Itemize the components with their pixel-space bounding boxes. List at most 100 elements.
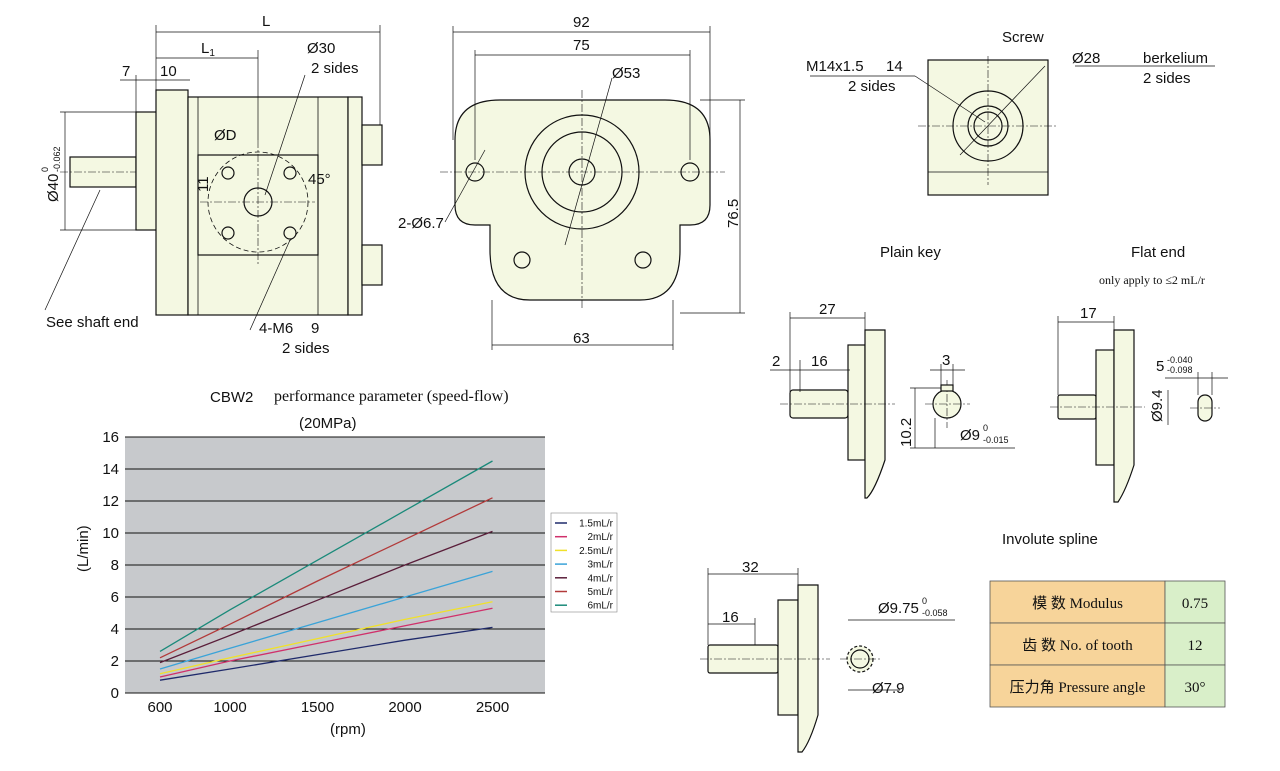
svg-text:5: 5 [1156,358,1164,375]
screw-d28: Ø28 [1072,50,1100,67]
chart-series-line [159,601,493,675]
plain-key-16: 16 [811,353,828,370]
screw-berk: berkelium [1143,50,1208,67]
pump-side-view: L L1 Ø30 2 sides 7 10 ØD 11 45° Ø40 0 -0… [40,13,383,357]
chart-legend-label: 1.5mL/r [579,519,614,530]
dim-dD: ØD [214,127,237,144]
table-value: 0.75 [1182,596,1208,612]
dim-L: L [262,13,270,30]
chart-y-tick-label: 16 [102,429,119,446]
chart-ylabel: (L/min) [75,525,92,572]
thread-m6-sides: 2 sides [282,340,330,357]
dim-75: 75 [573,37,590,54]
screw-title: Screw [1002,29,1044,46]
chart-title: performance parameter (speed-flow) [274,388,509,405]
dim-holes: 2-Ø6.7 [398,215,444,232]
svg-text:-0.040: -0.040 [1167,355,1193,365]
shaft-end-note: See shaft end [46,314,139,331]
chart-legend-label: 2.5mL/r [579,546,614,557]
svg-text:-0.015: -0.015 [983,435,1009,445]
chart-x-tick-label: 2500 [476,699,509,716]
pump-front-view: 92 75 Ø53 2-Ø6.7 76.5 63 [398,14,745,350]
chart-legend-box [550,512,618,613]
chart-y-ticks: 0 2 4 6 8 10 12 14 16 [102,429,119,702]
table-value: 12 [1188,638,1203,654]
dim-d30: Ø30 [307,40,335,57]
dim-11: 11 [195,176,212,192]
chart-legend-label: 4mL/r [587,573,613,584]
spline-d9-75: Ø9.75 0 -0.058 [878,596,948,618]
spline-16: 16 [722,609,739,626]
chart-series-line [159,530,493,664]
chart-series-line [159,626,493,681]
thread-m6-depth: 9 [311,320,319,337]
chart-legend-label: 2mL/r [587,532,613,543]
screw-thread-depth: 14 [886,58,903,75]
table-label-cell [989,664,1166,708]
chart-y-tick-label: 4 [111,621,119,638]
chart-y-tick-label: 2 [111,653,119,670]
screw-thread-sides: 2 sides [848,78,896,95]
flat-end-5: 5 -0.040 -0.098 [1156,355,1193,375]
angle-45: 45° [308,171,331,188]
chart-series-line [159,460,493,652]
dim-10: 10 [160,63,177,80]
chart-y-tick-label: 6 [111,589,119,606]
chart-x-tick-label: 600 [147,699,172,716]
chart-xlabel: (rpm) [330,721,366,738]
plain-key-title: Plain key [880,244,941,261]
chart-x-tick-label: 1500 [301,699,334,716]
chart-series-line [159,607,493,678]
dim-d53: Ø53 [612,65,640,82]
chart-subtitle: (20MPa) [299,415,357,432]
chart-y-tick-label: 0 [111,685,119,702]
flat-end-title: Flat end [1131,244,1185,261]
svg-text:-0.098: -0.098 [1167,365,1193,375]
dim-d30-sides: 2 sides [311,60,359,77]
chart-series-lines [159,460,493,681]
flat-end-d9-4: Ø9.4 [1149,389,1166,422]
chart-legend-label: 6mL/r [587,601,613,612]
svg-text:-0.062: -0.062 [52,146,62,172]
plain-key-2: 2 [772,353,780,370]
table-label: 模 数 Modulus [1032,595,1123,612]
chart-series-line [159,497,493,659]
dim-92: 92 [573,14,590,31]
svg-text:Ø9: Ø9 [960,427,980,444]
chart-y-tick-label: 8 [111,557,119,574]
plain-key-10-2: 10.2 [898,418,915,447]
svg-text:0: 0 [983,423,988,433]
screw-thread: M14x1.5 [806,58,864,75]
table-label: 压力角 Pressure angle [1010,679,1146,696]
svg-text:-0.058: -0.058 [922,608,948,618]
chart-x-tick-label: 2000 [388,699,421,716]
table-label-cell [989,580,1166,624]
table-value-cell [1164,664,1226,708]
svg-text:Ø40: Ø40 [45,174,62,202]
dim-63: 63 [573,330,590,347]
chart-y-tick-label: 14 [102,461,119,478]
svg-text:0: 0 [922,596,927,606]
chart-y-tick-label: 12 [102,493,119,510]
dim-7: 7 [122,63,130,80]
chart-legend-label: 3mL/r [587,560,613,571]
plain-key-27: 27 [819,301,836,318]
dim-76-5: 76.5 [725,199,742,228]
spline-32: 32 [742,559,759,576]
svg-text:0: 0 [40,167,50,172]
dim-L1: L1 [201,40,215,59]
table-value-cell [1164,622,1226,666]
chart-y-tick-label: 10 [102,525,119,542]
thread-m6: 4-M6 [259,320,293,337]
screw-detail: Screw M14x1.5 14 2 sides Ø28 berkelium 2… [806,29,1215,196]
flat-end-detail: Flat end only apply to ≤2 mL/r 17 5 -0.0… [1050,244,1228,503]
flat-end-17: 17 [1080,305,1097,322]
dim-d40: Ø40 0 -0.062 [40,146,62,202]
chart-series-line [159,570,493,670]
chart-gridlines [125,436,545,694]
